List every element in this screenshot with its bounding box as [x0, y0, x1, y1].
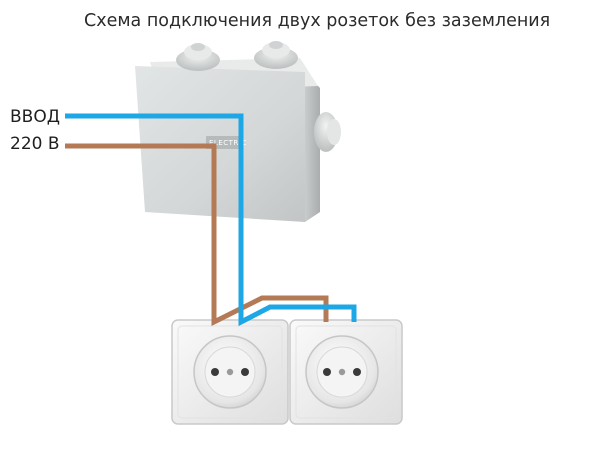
- input-label-voltage: 220 В: [10, 134, 60, 154]
- input-label-vvod: ВВОД: [10, 107, 60, 127]
- junction-box-icon: ELECTRIC: [135, 41, 341, 222]
- socket-icon: [289, 319, 403, 425]
- socket-icon: [171, 319, 289, 425]
- neutral-wire: [65, 113, 357, 327]
- phase-wire: [65, 143, 329, 327]
- diagram-title: Схема подключения двух розеток без зазем…: [84, 11, 550, 31]
- junction-box-brand: ELECTRIC: [209, 139, 247, 147]
